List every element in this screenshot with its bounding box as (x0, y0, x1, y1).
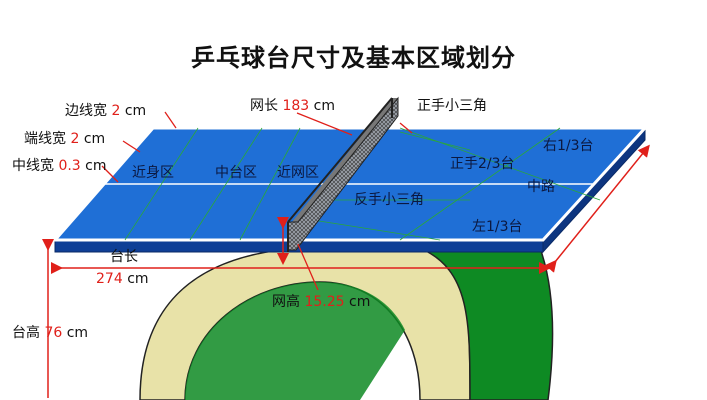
table-length-value: 274 cm (96, 271, 149, 287)
table-support-side (419, 247, 554, 400)
zone-mid-table: 中台区 (215, 165, 257, 181)
end-line-width-label: 端线宽 2 cm (24, 131, 106, 147)
zone-lines (124, 127, 601, 241)
table-height-label: 台高 76 cm (12, 325, 89, 341)
center-line-width-label: 中线宽 0.3 cm (12, 158, 107, 174)
net-height-label: 网高 15.25 cm (272, 294, 371, 310)
zone-near-net: 近网区 (277, 165, 319, 181)
zone-right-third: 右1/3台 (543, 138, 594, 154)
table-support-inner (185, 282, 405, 400)
zone-near-body: 近身区 (132, 165, 174, 181)
zone-left-third: 左1/3台 (472, 219, 523, 235)
net-length-label: 网长 183 cm (250, 98, 335, 114)
zone-forehand-two-thirds: 正手2/3台 (450, 156, 515, 172)
zone-forehand-small-triangle: 正手小三角 (417, 98, 487, 114)
table-length-name: 台长 (110, 249, 138, 265)
diagram-title: 乒乓球台尺寸及基本区域划分 (191, 44, 516, 72)
edge-line-width-label: 边线宽 2 cm (65, 103, 147, 119)
zone-center-path: 中路 (527, 179, 555, 195)
zone-backhand-small-triangle: 反手小三角 (354, 192, 424, 208)
dimension-arrows (42, 144, 650, 398)
